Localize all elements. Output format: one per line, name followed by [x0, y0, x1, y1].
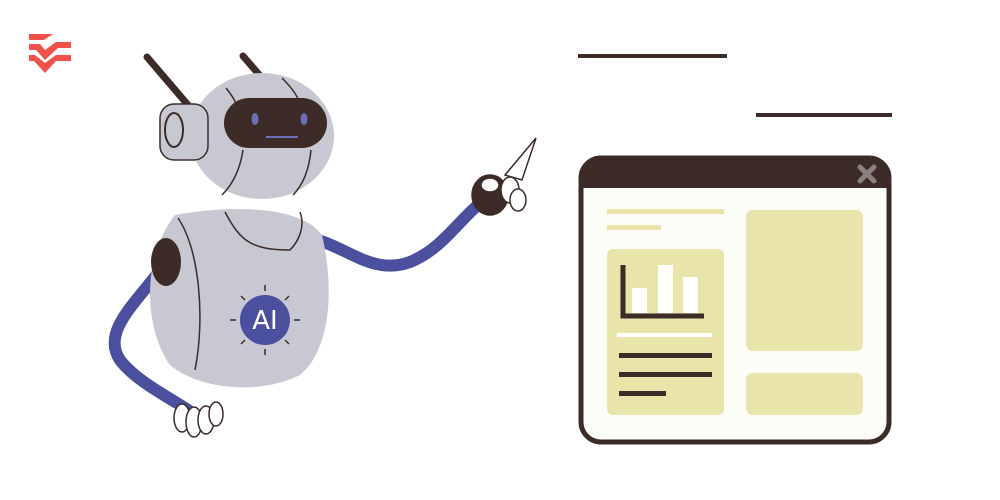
robot-eye	[251, 113, 259, 125]
bar-chart-bar	[658, 265, 673, 313]
window-title-bar	[581, 158, 889, 188]
robot-left-hand	[173, 401, 224, 438]
robot-right-hand-pointing	[471, 137, 537, 216]
ai-badge-label: AI	[252, 306, 277, 336]
bar-chart-bar	[683, 277, 698, 313]
divider	[617, 333, 712, 337]
app-window	[578, 155, 892, 445]
robot-head	[159, 73, 334, 199]
text-placeholder	[607, 225, 661, 230]
robot-antenna	[143, 53, 192, 109]
bar-chart-axes	[620, 265, 704, 319]
robot-right-arm	[312, 199, 484, 272]
content-placeholder	[746, 373, 863, 415]
robot-visor	[224, 98, 327, 148]
logo-icon	[29, 34, 71, 73]
bar-chart-bar	[632, 288, 647, 313]
text-line	[619, 353, 712, 358]
robot-shoulder	[151, 238, 181, 286]
robot-body: AI	[150, 209, 329, 388]
text-placeholder	[607, 209, 724, 214]
image-placeholder	[746, 210, 863, 351]
text-line	[619, 372, 712, 377]
close-icon[interactable]	[857, 164, 877, 184]
text-line	[619, 391, 666, 396]
ai-badge: AI	[230, 285, 300, 355]
robot-eye	[300, 113, 308, 125]
robot-left-arm	[108, 256, 194, 416]
